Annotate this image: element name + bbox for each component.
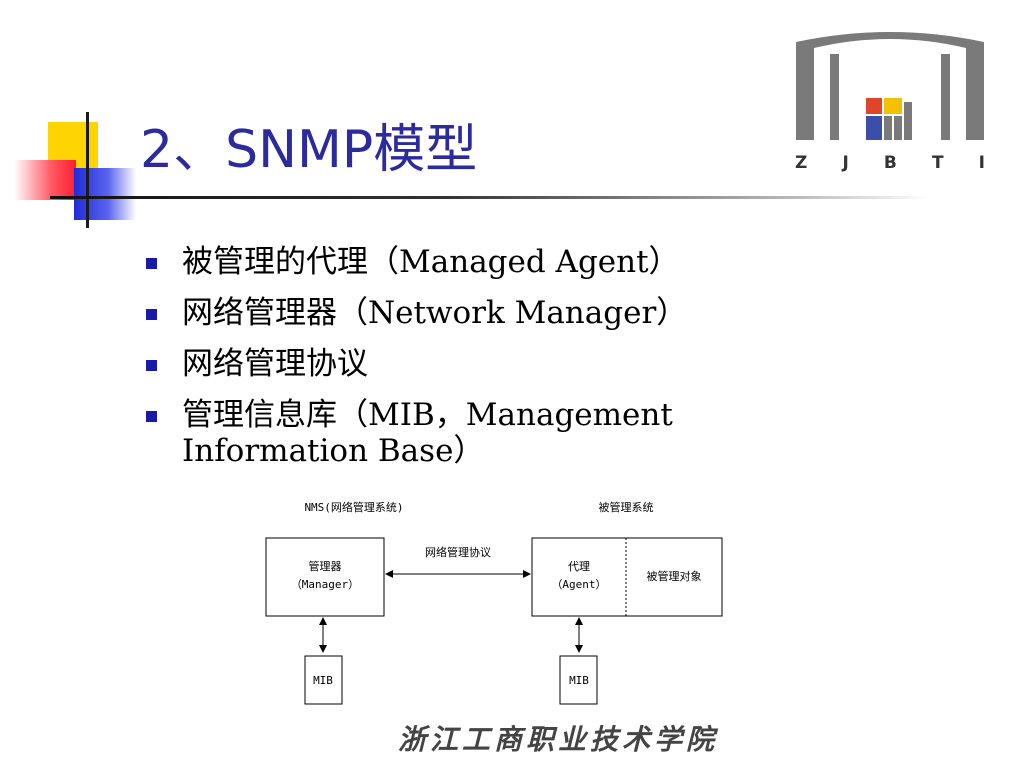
bullet-text: 网络管理协议 xyxy=(182,346,368,382)
bullet-square-icon xyxy=(146,360,157,371)
list-item: 管理信息库（MIB，Management Information Base） xyxy=(146,397,762,469)
decor-red-square xyxy=(14,160,76,200)
title-underline xyxy=(50,196,930,199)
list-item: 被管理的代理（Managed Agent） xyxy=(146,244,766,280)
mib-box-left xyxy=(304,655,343,705)
bullet-list: 被管理的代理（Managed Agent） 网络管理器（Network Mana… xyxy=(146,244,766,484)
nms-caption: NMS(网络管理系统) xyxy=(304,500,403,514)
manager-box xyxy=(265,537,385,617)
decor-vertical-line xyxy=(86,112,89,228)
mib-left-label: MIB xyxy=(313,674,333,687)
bullet-text: 网络管理器（Network Manager） xyxy=(182,295,688,331)
bullet-square-icon xyxy=(146,411,157,422)
decor-blue-square xyxy=(74,168,136,220)
manager-label-en: （Manager） xyxy=(291,578,359,591)
bullet-text: 管理信息库（MIB，Management Information Base） xyxy=(182,397,673,469)
school-name: 浙江工商职业技术学院 xyxy=(398,723,719,756)
slide-title: 2、SNMP模型 xyxy=(140,120,478,180)
manager-label: 管理器 xyxy=(309,559,342,573)
managed-objects-label: 被管理对象 xyxy=(647,569,702,583)
agent-label-en: （Agent） xyxy=(551,578,606,591)
agent-label: 代理 xyxy=(568,560,590,573)
protocol-label: 网络管理协议 xyxy=(425,545,491,559)
bullet-square-icon xyxy=(146,309,157,320)
snmp-diagram: NMS(网络管理系统) 被管理系统 管理器 （Manager） 代理 （Agen… xyxy=(265,500,723,705)
logo-letters: Z J B T I xyxy=(795,153,985,173)
bullet-square-icon xyxy=(146,258,157,269)
list-item: 网络管理协议 xyxy=(146,346,766,382)
mib-right-label: MIB xyxy=(569,674,589,687)
zjbti-logo-icon: Z J B T I xyxy=(795,32,985,173)
agent-system-box xyxy=(531,537,723,617)
managed-system-caption: 被管理系统 xyxy=(599,500,654,514)
bullet-text: 被管理的代理（Managed Agent） xyxy=(182,244,680,280)
list-item: 网络管理器（Network Manager） xyxy=(146,295,766,331)
mib-box-right xyxy=(559,655,598,705)
